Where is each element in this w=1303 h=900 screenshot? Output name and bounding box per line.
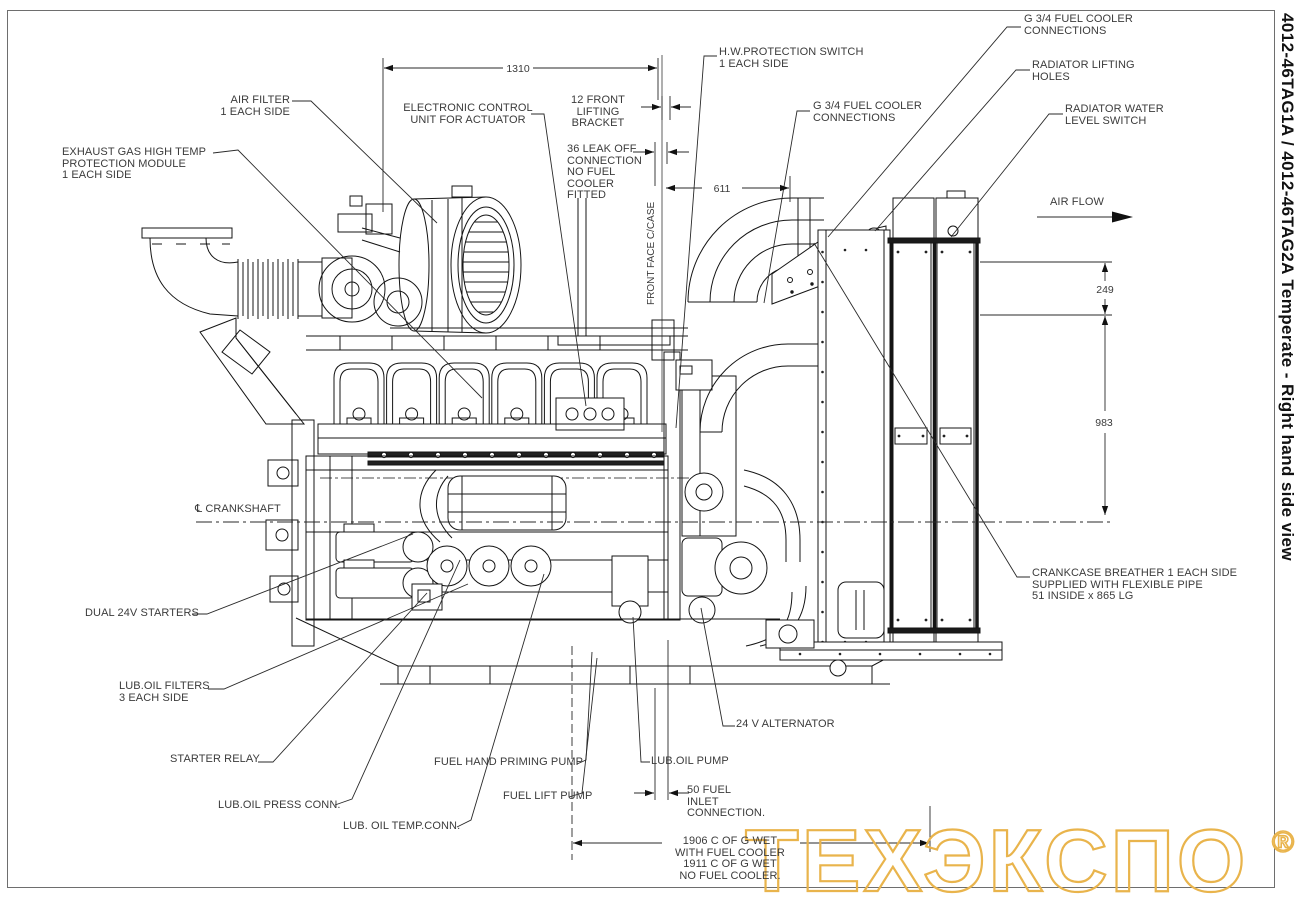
callout-starter-relay: STARTER RELAY [170, 753, 260, 765]
leader-lines [192, 26, 1063, 828]
dim-front-to-duct: 611 [714, 183, 731, 195]
callout-front-face-ccase: FRONT FACE C/CASE [646, 201, 657, 305]
crankcase-block [291, 419, 700, 647]
left-engine-mount [199, 317, 306, 603]
callout-fuel-lift-pump: FUEL LIFT PUMP [503, 790, 593, 802]
callout-lub-oil-press-conn: LUB.OIL PRESS CONN. [218, 799, 341, 811]
watermark-texexpo: ТЕХЭКСПО [745, 811, 1248, 900]
starter-motors [335, 523, 434, 599]
callout-fuel-inlet-connection: 50 FUEL INLET CONNECTION. [687, 784, 766, 819]
dimension-lines [382, 58, 1133, 852]
callout-crankcase-breather: CRANKCASE BREATHER 1 EACH SIDE SUPPLIED … [1032, 567, 1238, 602]
callout-fuel-hand-priming-pump: FUEL HAND PRIMING PUMP [434, 756, 584, 768]
callout-exhaust-gas-module: EXHAUST GAS HIGH TEMP PROTECTION MODULE … [62, 146, 207, 181]
callout-leak-off: 36 LEAK OFF CONNECTION NO FUEL COOLER FI… [567, 143, 642, 201]
callout-centre-of-gravity: 1906 C OF G WET WITH FUEL COOLER 1911 C … [675, 835, 785, 882]
callout-ecu: ELECTRONIC CONTROL UNIT FOR ACTUATOR [403, 102, 533, 126]
drawing-border [7, 10, 1275, 888]
callout-fuel-cooler-mid: G 3/4 FUEL COOLER CONNECTIONS [813, 100, 922, 124]
callout-hw-protection-switch: H.W.PROTECTION SWITCH 1 EACH SIDE [719, 46, 864, 70]
watermark-registered-icon: ® [1272, 826, 1294, 859]
callout-crankshaft-centerline: ℄ CRANKSHAFT [195, 503, 281, 515]
callout-radiator-water-level-switch: RADIATOR WATER LEVEL SWITCH [1065, 103, 1164, 127]
dim-rad-top: 249 [1096, 284, 1114, 296]
sheet-title: 4012-46TAG1A / 4012-46TAG2A Temperate - … [1278, 13, 1297, 562]
turbocharger [318, 195, 423, 327]
callout-air-filter: AIR FILTER 1 EACH SIDE [220, 94, 290, 118]
callout-front-lifting-bracket: 12 FRONT LIFTING BRACKET [571, 94, 625, 129]
callout-air-flow: AIR FLOW [1050, 196, 1104, 208]
callout-radiator-lifting-holes: RADIATOR LIFTING HOLES [1032, 59, 1135, 83]
oil-cooler [419, 469, 567, 543]
callout-lub-oil-temp-conn: LUB. OIL TEMP.CONN. [343, 820, 461, 832]
inlet-manifold [306, 327, 688, 351]
oil-filters [426, 545, 552, 587]
radiator-assembly [765, 190, 1003, 661]
electronic-control-unit [555, 397, 625, 431]
air-filter-drum [398, 185, 671, 346]
callout-dual-starters: DUAL 24V STARTERS [85, 607, 199, 619]
front-gear-end [611, 319, 768, 624]
dim-rad-core: 983 [1095, 417, 1113, 429]
exhaust-outlet [141, 227, 322, 319]
callout-lub-oil-filters: LUB.OIL FILTERS 3 EACH SIDE [119, 680, 210, 704]
callout-24v-alternator: 24 V ALTERNATOR [736, 718, 835, 730]
callout-lub-oil-pump: LUB.OIL PUMP [651, 755, 729, 767]
base-frame [295, 617, 959, 685]
callout-fuel-cooler-top: G 3/4 FUEL COOLER CONNECTIONS [1024, 13, 1133, 37]
dim-engine-length: 1310 [506, 63, 530, 75]
